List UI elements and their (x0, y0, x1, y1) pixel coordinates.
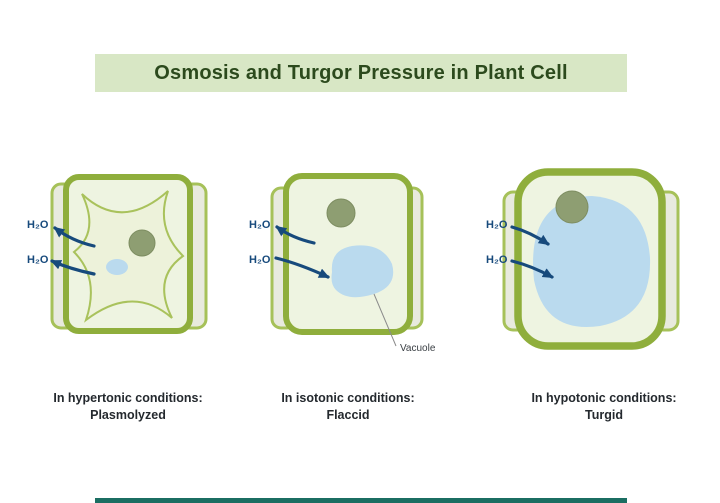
h2o-label: H₂O (486, 254, 508, 266)
hypertonic-cell-figure: H₂O H₂O (27, 174, 208, 334)
water-inflow-arrow-top (510, 225, 550, 246)
water-outflow-arrow (275, 225, 316, 245)
water-inflow-arrow-bottom (510, 259, 554, 279)
nucleus (326, 198, 356, 228)
h2o-label: H₂O (249, 254, 271, 266)
water-inflow-arrow (274, 256, 330, 279)
caption-condition: In isotonic conditions: (281, 391, 415, 405)
h2o-label: H₂O (249, 219, 271, 231)
caption-hypertonic: In hypertonic conditions: Plasmolyzed (38, 390, 218, 424)
page-title: Osmosis and Turgor Pressure in Plant Cel… (154, 61, 568, 84)
nucleus (555, 190, 589, 224)
caption-hypotonic: In hypotonic conditions: Turgid (514, 390, 694, 424)
isotonic-cell-figure: H₂O H₂O Vacuole (249, 173, 436, 354)
footer-bar (95, 498, 627, 503)
caption-state: Flaccid (326, 408, 370, 422)
water-outflow-arrow-bottom (50, 259, 96, 276)
h2o-label: H₂O (27, 254, 49, 266)
hypotonic-cell-figure: H₂O H₂O (486, 168, 680, 350)
vacuole-label: Vacuole (400, 343, 436, 354)
caption-state: Plasmolyzed (90, 408, 166, 422)
h2o-label: H₂O (486, 219, 508, 231)
vacuole (331, 245, 394, 298)
caption-isotonic: In isotonic conditions: Flaccid (258, 390, 438, 424)
shrunken-vacuole (106, 259, 128, 275)
caption-condition: In hypertonic conditions: (53, 391, 203, 405)
caption-condition: In hypotonic conditions: (531, 391, 677, 405)
water-outflow-arrow-top (53, 226, 96, 248)
vacuole-leader-line (373, 293, 397, 347)
plasmolyzed-membrane (72, 187, 185, 323)
large-vacuole (533, 196, 651, 328)
caption-state: Turgid (585, 408, 623, 422)
h2o-label: H₂O (27, 219, 49, 231)
title-banner: Osmosis and Turgor Pressure in Plant Cel… (95, 54, 627, 92)
nucleus (128, 229, 156, 257)
